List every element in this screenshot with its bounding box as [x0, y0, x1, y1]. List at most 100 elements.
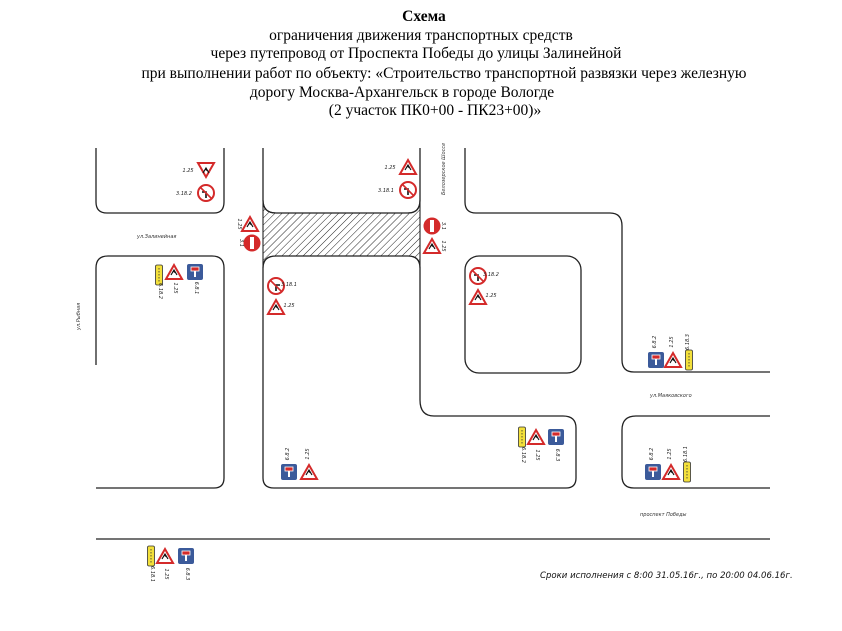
- sign-code-label: 3.18.1: [281, 282, 297, 288]
- no-entry-icon: [243, 234, 261, 252]
- sign-roadworks: 1.25: [526, 427, 546, 461]
- sign-dead-end: 6.8.1: [187, 264, 203, 294]
- detour-plate-icon: [155, 264, 163, 286]
- sign-roadworks: 1.25: [299, 448, 319, 480]
- sign-code-label: 1.25: [534, 449, 540, 460]
- street-label-zalineynaya: ул.Залинейная: [136, 234, 176, 240]
- subtitle-line-4: дорогу Москва-Архангельск в городе Волог…: [249, 84, 555, 101]
- dead-end-icon: [645, 464, 661, 480]
- subtitle-line-3: при выполнении работ по объекту: «Строит…: [141, 65, 747, 82]
- overpass-hatched: [262, 199, 421, 269]
- block-inner: [464, 255, 582, 374]
- sign-dead-end: 6.8.3: [548, 429, 564, 461]
- sign-roadworks: 1.25: [164, 262, 184, 294]
- sign-detour-plate: 6.18.1: [683, 446, 691, 483]
- sign-code-label: 6.18.1: [149, 566, 155, 582]
- dead-end-icon: [187, 264, 203, 280]
- roadworks-icon: [526, 427, 546, 445]
- subtitle-line-5: (2 участок ПК0+00 - ПК23+00)»: [328, 102, 542, 119]
- sign-roadworks: 1.25: [266, 297, 295, 315]
- subtitle-line-1: ограничения движения транспортных средст…: [269, 27, 573, 44]
- sign-dead-end: 6.8.2: [645, 448, 661, 480]
- no-left-turn-icon: [399, 181, 417, 199]
- dead-end-icon: [548, 429, 564, 445]
- sign-code-label: 1.25: [667, 448, 673, 459]
- no-left-turn-icon: [469, 267, 487, 285]
- sign-code-label: 1.25: [172, 282, 178, 293]
- block-top-right: [464, 148, 770, 373]
- sign-give-way: 1.25: [182, 162, 216, 180]
- sign-detour-plate: 6.18.1: [147, 545, 155, 582]
- sign-roadworks: 1.25: [236, 214, 260, 232]
- sign-code-label: 3.18.1: [378, 188, 394, 194]
- sign-code-label: 1.25: [440, 240, 446, 251]
- sign-code-label: 3.18.2: [176, 191, 192, 197]
- street-label-mayakovskogo: ул.Маяковского: [649, 393, 692, 399]
- sign-roadworks: 1.25: [384, 157, 418, 175]
- no-entry-icon: [423, 217, 441, 235]
- sign-code-label: 6.18.1: [683, 446, 689, 462]
- roadworks-icon: [663, 350, 683, 368]
- no-right-turn-icon: [267, 277, 285, 295]
- no-left-turn-icon: [197, 184, 215, 202]
- street-label-rybnaya: ул.Рыбная: [76, 303, 82, 331]
- sign-dead-end: 6.8.2: [281, 448, 297, 480]
- sign-code-label: 1.25: [384, 165, 395, 171]
- sign-code-label: 6.18.2: [157, 283, 163, 299]
- sign-code-label: 1.25: [485, 293, 496, 299]
- block-top-left: [95, 148, 225, 214]
- sign-code-label: 1.25: [182, 168, 193, 174]
- sign-detour-plate: 6.18.2: [155, 264, 163, 299]
- sign-dead-end: 6.8.2: [648, 336, 664, 368]
- detour-plate-icon: [683, 461, 691, 483]
- sign-code-label: 6.18.3: [685, 334, 691, 350]
- sign-no-entry: 3.1: [423, 217, 446, 235]
- sign-roadworks: 1.25: [468, 287, 497, 305]
- subtitle-line-2: через путепровод от Проспекта Победы до …: [210, 45, 622, 62]
- sign-detour-plate: 6.18.2: [518, 426, 526, 463]
- sign-code-label: 3.1: [238, 239, 244, 247]
- sign-no-left-turn: 3.18.2: [469, 267, 499, 285]
- roadworks-icon: [422, 236, 442, 254]
- roadworks-icon: [266, 297, 286, 315]
- detour-plate-icon: [518, 426, 526, 448]
- sign-code-label: 3.1: [440, 222, 446, 230]
- sign-roadworks: 1.25: [661, 448, 681, 480]
- sign-code-label: 1.25: [669, 336, 675, 347]
- sign-no-right-turn: 3.18.1: [267, 277, 297, 295]
- roadworks-icon: [661, 462, 681, 480]
- sign-code-label: 3.18.2: [483, 272, 499, 278]
- roadworks-icon: [299, 462, 319, 480]
- sign-no-entry: 3.1: [238, 234, 261, 252]
- roadworks-icon: [398, 157, 418, 175]
- sign-code-label: 6.8.1: [193, 282, 199, 295]
- street-label-pobedy: проспект Победы: [640, 512, 687, 518]
- sign-code-label: 1.25: [236, 218, 242, 229]
- sign-code-label: 6.8.2: [285, 448, 291, 461]
- sign-no-left-turn: 3.18.1: [378, 181, 417, 199]
- sign-code-label: 6.18.2: [520, 447, 526, 463]
- sign-roadworks: 1.25: [663, 336, 683, 368]
- sign-dead-end: 6.8.3: [178, 548, 194, 580]
- dead-end-icon: [178, 548, 194, 564]
- detour-plate-icon: [685, 349, 693, 371]
- sign-roadworks: 1.25: [155, 546, 175, 580]
- block-bottom-right: [621, 415, 770, 489]
- block-center: [262, 255, 577, 489]
- sign-detour-plate: 6.18.3: [685, 334, 693, 371]
- detour-plate-icon: [147, 545, 155, 567]
- block-top-center: [262, 148, 421, 214]
- sign-code-label: 6.8.3: [184, 568, 190, 581]
- deadline-note: Сроки исполнения с 8:00 31.05.16г., по 2…: [540, 571, 793, 581]
- dead-end-icon: [648, 352, 664, 368]
- street-label-belozerskoe: Белозерское Шоссе: [441, 143, 447, 195]
- sign-no-left-turn: 3.18.2: [176, 184, 215, 202]
- sign-code-label: 1.25: [283, 303, 294, 309]
- sign-code-label: 6.8.2: [649, 448, 655, 461]
- give-way-icon: [196, 162, 216, 180]
- sign-code-label: 6.8.3: [554, 449, 560, 462]
- roadworks-icon: [164, 262, 184, 280]
- block-left: [95, 255, 225, 489]
- roadworks-icon: [240, 214, 260, 232]
